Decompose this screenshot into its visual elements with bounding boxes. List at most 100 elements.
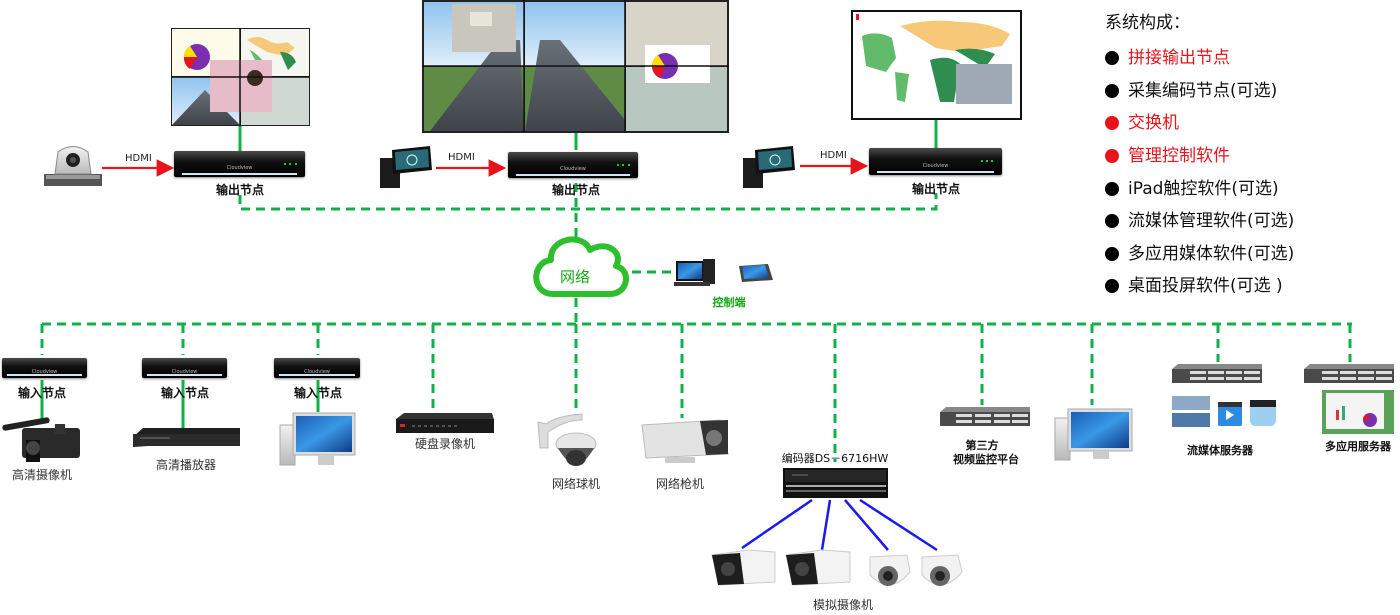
bullet-dot-icon: [1105, 149, 1119, 164]
input-node-device: Cloudview: [2, 358, 87, 378]
coax-lines: [741, 498, 938, 552]
legend-item: 拼接输出节点: [1105, 42, 1294, 75]
device-label-multi-app-server: 多应用服务器: [1325, 440, 1391, 453]
rack-server-icon: [940, 407, 1030, 426]
light-bar: [515, 174, 631, 176]
mac-pc-icon: [279, 412, 356, 466]
device-label-camcorder: 高清摄像机: [11, 468, 73, 482]
legend-item-label: 拼接输出节点: [1128, 48, 1230, 69]
legend-title: 系统构成：: [1105, 13, 1190, 33]
device-label-encoder: 编码器DS－6716HW: [781, 452, 889, 465]
device-brand: Cloudview: [304, 369, 330, 375]
output-node-device: Cloudview: [869, 148, 1002, 175]
bullet-dot-icon: [1105, 279, 1119, 294]
device-brand: Cloudview: [922, 162, 949, 169]
analog-dome-camera-icon: [869, 554, 911, 586]
legend-item: 流媒体管理软件(可选): [1105, 205, 1294, 238]
video-wall-1: [171, 28, 310, 126]
legend-item: 管理控制软件: [1105, 140, 1294, 173]
dvr-icon: [396, 413, 494, 433]
input-node-label: 输入节点: [17, 386, 67, 400]
network-lines: [40, 183, 1352, 462]
control-pc-icon: [674, 259, 715, 286]
light-bar: [147, 374, 222, 376]
device-label-third-party-line1: 第三方: [965, 439, 999, 452]
output-node-label: 输出节点: [911, 182, 961, 196]
ipad-tablet-icon: [739, 264, 773, 282]
status-led-icon: [289, 162, 292, 165]
device-brand: Cloudview: [31, 369, 58, 375]
legend-item: 采集编码节点(可选): [1105, 75, 1294, 108]
status-led-icon: [622, 163, 625, 166]
device-label-dome-camera: 网络球机: [551, 477, 601, 491]
analog-dome-camera-icon: [921, 554, 963, 586]
device-label-dvr: 硬盘录像机: [414, 437, 476, 451]
hdmi-arrows: [102, 157, 869, 177]
output-node-device: Cloudview: [174, 151, 305, 177]
bluray-player-icon: [133, 428, 240, 447]
device-label-bullet-camera: 网络枪机: [655, 477, 705, 491]
output-node-device: Cloudview: [508, 152, 638, 178]
hdmi-label: HDMI: [448, 152, 475, 163]
bullet-dot-icon: [1105, 181, 1119, 196]
mac-pc-icon: [1054, 408, 1133, 461]
streaming-server-icon: [1172, 364, 1276, 427]
video-wall-2: [422, 0, 729, 133]
device-brand: Cloudview: [226, 165, 253, 172]
device-label-bluray: 高清播放器: [155, 458, 217, 472]
network-label: 网络: [560, 268, 591, 286]
encoder-icon: [783, 468, 888, 498]
light-bar: [876, 171, 995, 173]
output-bus-line: [238, 193, 938, 211]
desktop-pc-icon: [380, 146, 432, 188]
camcorder-icon: [2, 417, 80, 462]
legend-item: 交换机: [1105, 107, 1294, 140]
legend-item: 多应用媒体软件(可选): [1105, 238, 1294, 271]
status-led-icon: [294, 162, 297, 165]
bullet-dot-icon: [1105, 51, 1119, 66]
bullet-camera-icon: [641, 419, 729, 463]
system-composition-legend: 系统构成： 拼接输出节点 采集编码节点(可选) 交换机 管理控制软件 iPad触…: [1105, 10, 1294, 303]
dome-camera-icon: [537, 413, 597, 466]
status-led-icon: [980, 160, 983, 163]
legend-item: iPad触控软件(可选): [1105, 172, 1294, 205]
input-node-device: Cloudview: [142, 358, 227, 378]
bullet-dot-icon: [1105, 246, 1119, 261]
desktop-pc-icon: [743, 146, 795, 188]
legend-item-label: 交换机: [1128, 113, 1179, 134]
device-brand: Cloudview: [171, 369, 198, 375]
device-label-third-party-line2: 视频监控平台: [953, 453, 1019, 466]
legend-item-label: 采集编码节点(可选): [1128, 80, 1278, 101]
network-cloud-icon: [533, 236, 629, 297]
multi-app-server-icon: [1304, 364, 1394, 434]
device-label-streaming-server: 流媒体服务器: [1187, 444, 1253, 457]
control-terminal-label: 控制端: [712, 296, 746, 309]
bullet-dot-icon: [1105, 214, 1119, 229]
analog-bullet-camera-icon: [785, 549, 851, 586]
legend-item-label: 多应用媒体软件(可选): [1128, 243, 1295, 264]
legend-item-label: iPad触控软件(可选): [1128, 178, 1279, 199]
legend-item-label: 桌面投屏软件(可选 ): [1128, 276, 1283, 297]
output-node-label: 输出节点: [551, 183, 601, 197]
bullet-dot-icon: [1105, 116, 1119, 131]
analog-bullet-camera-icon: [711, 549, 776, 586]
status-led-icon: [617, 163, 620, 166]
input-node-label: 输入节点: [160, 386, 210, 400]
status-led-icon: [627, 163, 630, 166]
status-led-icon: [284, 162, 287, 165]
status-led-icon: [991, 160, 994, 163]
bullet-dot-icon: [1105, 83, 1119, 98]
legend-item-label: 流媒体管理软件(可选): [1128, 211, 1295, 232]
input-node-label: 输入节点: [293, 386, 343, 400]
display-screen-3: [851, 10, 1022, 120]
hdmi-label: HDMI: [125, 153, 152, 164]
light-bar: [279, 374, 355, 376]
hdmi-label: HDMI: [820, 150, 847, 161]
status-led-icon: [986, 160, 989, 163]
ptz-camera-icon: [44, 146, 102, 186]
device-brand: Cloudview: [560, 166, 586, 173]
light-bar: [7, 374, 82, 376]
light-bar: [181, 173, 298, 175]
output-node-label: 输出节点: [215, 183, 265, 197]
